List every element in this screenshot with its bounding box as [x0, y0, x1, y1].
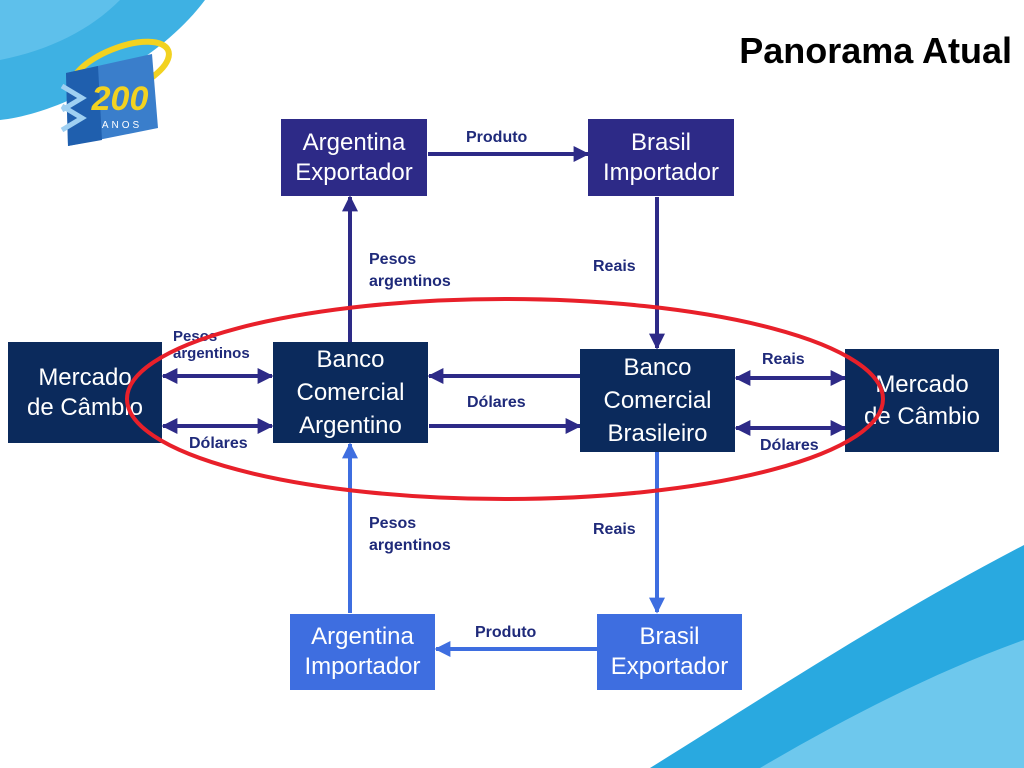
label-pesos-argentinos-top: Pesos argentinos: [369, 249, 451, 293]
box-line: de Câmbio: [26, 393, 144, 421]
label-line: Pesos: [369, 251, 417, 268]
label-reais-bottom: Reais: [593, 521, 636, 538]
box-line: Brasil: [630, 128, 691, 156]
label-pesos-argentinos-bottom: Pesos argentinos: [369, 513, 451, 557]
box-line: Argentina: [302, 128, 406, 156]
box-line: Mercado: [38, 363, 132, 391]
box-line: Comercial: [296, 379, 405, 406]
box-line: Banco: [623, 354, 692, 381]
box-brasil-exportador: Brasil Exportador: [597, 614, 742, 690]
label-line: argentinos: [369, 273, 451, 290]
svg-text:200: 200: [91, 80, 149, 118]
label-reais-top: Reais: [593, 258, 636, 275]
box-line: Importador: [304, 653, 421, 680]
top-left-wave-light: [0, 0, 120, 60]
box-banco-comercial-brasileiro: Banco Comercial Brasileiro: [580, 349, 735, 452]
box-line: Brasil: [639, 623, 700, 650]
box-line: Argentino: [299, 412, 402, 439]
label-dolares-right: Dólares: [760, 437, 819, 454]
label-line: argentinos: [369, 537, 451, 554]
box-mercado-cambio-right: Mercado de Câmbio: [845, 349, 999, 452]
label-pesos-argentinos-left: Pesos argentinos: [173, 328, 250, 362]
box-line: Exportador: [295, 158, 413, 186]
box-line: Mercado: [875, 370, 969, 398]
label-dolares-left: Dólares: [189, 435, 248, 452]
box-line: Argentina: [311, 623, 414, 650]
box-line: Exportador: [610, 653, 729, 680]
label-dolares-mid: Dólares: [467, 394, 526, 411]
svg-text:ANOS: ANOS: [102, 120, 142, 131]
box-banco-comercial-argentino: Banco Comercial Argentino: [273, 342, 428, 443]
label-line: argentinos: [173, 345, 250, 362]
logo-200-anos: 200 ANOS: [58, 28, 176, 148]
label-produto-bottom: Produto: [475, 624, 537, 641]
box-brasil-importador: Brasil Importador: [588, 119, 734, 196]
box-line: Importador: [602, 158, 720, 186]
label-line: Pesos: [173, 328, 218, 345]
bottom-right-wave-light: [760, 640, 1024, 768]
box-argentina-exportador: Argentina Exportador: [281, 119, 427, 196]
label-reais-right: Reais: [762, 351, 805, 368]
box-line: Brasileiro: [607, 420, 708, 447]
label-produto-top: Produto: [466, 129, 528, 146]
box-line: Comercial: [603, 387, 712, 414]
box-line: Banco: [316, 346, 385, 373]
slide-title: Panorama Atual: [739, 30, 1012, 71]
label-line: Pesos: [369, 515, 417, 532]
box-argentina-importador: Argentina Importador: [290, 614, 435, 690]
box-mercado-cambio-left: Mercado de Câmbio: [8, 342, 162, 443]
box-line: de Câmbio: [863, 402, 981, 430]
